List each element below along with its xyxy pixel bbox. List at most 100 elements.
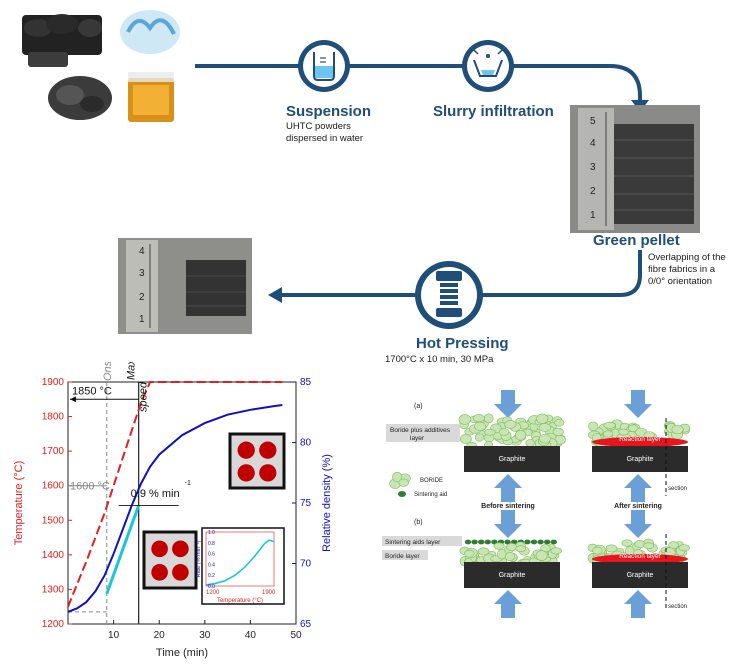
max-speed-label-1: Max [126, 362, 138, 380]
boride-grain [493, 542, 505, 550]
reaction-layer-a [592, 437, 688, 447]
graphite-block-b-right-label: Graphite [627, 572, 654, 579]
boride-grain [497, 548, 507, 560]
graphite-block-b-left [464, 562, 560, 588]
sintering-aids-label: Sintering aids layer [385, 539, 441, 546]
inset-y-tick: 0.0 [208, 584, 215, 590]
boride-grain [459, 434, 472, 444]
boride-grain [504, 420, 517, 429]
micrograph-after-fibre [237, 441, 255, 459]
graphite-block-a-left-label: Graphite [499, 456, 526, 463]
final-sample-photo [118, 238, 252, 334]
boride-grain [514, 430, 527, 441]
sintering-aid-particle [524, 539, 531, 545]
x-tick-label: 40 [245, 630, 257, 641]
press-arrow-b-right-bottom [631, 604, 645, 618]
boride-grain [628, 424, 639, 432]
boride-grain [538, 423, 552, 432]
desc-line: fibre fabrics in a [648, 264, 716, 275]
boride-grain [505, 552, 516, 562]
y-right-tick-label: 65 [300, 619, 312, 630]
tangent-line [105, 504, 141, 595]
micrograph-before [142, 530, 198, 590]
infiltration-icon [473, 49, 503, 77]
inset-rate-line [205, 539, 275, 586]
boride-grain [552, 427, 564, 437]
reaction-layer-b [592, 554, 688, 564]
y-right-axis-label: Relative density (%) [321, 454, 333, 552]
graphite-block-a-left [464, 446, 560, 472]
y-left-tick-label: 1800 [42, 412, 65, 423]
press-arrow-b-left-bottom-head [494, 590, 522, 604]
sintering-aid-particle [464, 539, 472, 545]
boride-grain [603, 421, 616, 429]
boride-layer-label-bg [382, 550, 428, 560]
micrograph-after-fibre [237, 464, 255, 482]
boride-plus-label-bg [386, 424, 460, 442]
sintering-aid-particle [471, 539, 478, 545]
step-slurry-title: Slurry infiltration [433, 103, 554, 120]
press-arrow-a-right-bottom-head [624, 474, 652, 488]
boride-grain [464, 549, 475, 558]
ruler-tick: 1 [139, 314, 145, 325]
desc-line: dispersed in water [286, 133, 364, 144]
sintering-aid-particle [504, 539, 511, 545]
y-left-tick-label: 1700 [42, 446, 65, 457]
step-green-pellet-desc: Overlapping of the fibre fabrics in a 0/… [648, 252, 726, 288]
arrowhead-1850 [70, 396, 76, 403]
y-left-tick-label: 1200 [42, 619, 65, 630]
legend-boride-swatch [398, 478, 409, 487]
press-arrow-a-left-bottom-head [494, 474, 522, 488]
series-line-0 [67, 381, 283, 608]
y-left-axis-label: Temperature (°C) [13, 461, 25, 545]
rate-label: 0.9 % min [131, 488, 180, 500]
micrograph-after [228, 432, 286, 490]
legend-sintering-swatch [398, 491, 406, 497]
press-arrow-b-right-top-head [624, 524, 652, 538]
inset-plot-box [205, 531, 275, 587]
press-arrow-a-right-top [631, 390, 645, 404]
boride-grain [506, 543, 518, 551]
sintering-aid-particle [544, 539, 551, 545]
y-left-tick-label: 1300 [42, 584, 65, 595]
boride-plus-label-2: layer [410, 435, 425, 442]
step-hot-pressing-title: Hot Pressing [416, 335, 509, 352]
desc-line: Overlapping of the [648, 252, 726, 263]
press-arrow-a-left-top-head [494, 404, 522, 418]
inset-y-tick: 0.6 [208, 552, 215, 558]
graphite-block-b-left-label: Graphite [499, 572, 526, 579]
sintering-aids-label-bg [382, 536, 462, 546]
reaction-layer-b-label: Reaction layer [619, 553, 661, 560]
legend-boride: BORIDE [420, 478, 443, 484]
y-right-tick-label: 75 [300, 498, 312, 509]
boride-grain [536, 413, 549, 424]
ruler-tick: 3 [139, 268, 145, 279]
inset-y-tick: 0.4 [208, 562, 215, 568]
after-label: After sintering [614, 503, 662, 510]
panel-b-label: (b) [414, 519, 423, 526]
hot-press-icon [436, 271, 462, 317]
label-1850: 1850 °C [72, 385, 112, 397]
sintering-aid-particle [537, 539, 544, 545]
section-label-a: section [668, 486, 687, 492]
boride-layer-label: Boride layer [385, 553, 421, 560]
press-arrow-a-right-top-head [624, 404, 652, 418]
step-suspension-title: Suspension [286, 103, 372, 120]
boride-grain [515, 545, 527, 553]
graphite-block-a-right [592, 446, 688, 472]
ruler-tick: 1 [590, 210, 596, 221]
boride-plus-label-1: Boride plus additives [390, 427, 451, 434]
onset-label: Onset [102, 362, 114, 381]
boride-grain [621, 539, 633, 547]
micrograph-before-fibre [151, 564, 168, 581]
label-1600: 1600 °C [70, 481, 110, 493]
press-arrow-b-right-top [631, 510, 645, 524]
ruler-tick: 4 [590, 138, 596, 149]
boride-grain [554, 419, 565, 427]
micrograph-after-fibre [259, 464, 277, 482]
series-line-1 [67, 404, 283, 613]
beaker-icon [313, 52, 335, 81]
micrograph-after-fibre [259, 441, 277, 459]
press-arrow-a-left-bottom [501, 488, 515, 502]
